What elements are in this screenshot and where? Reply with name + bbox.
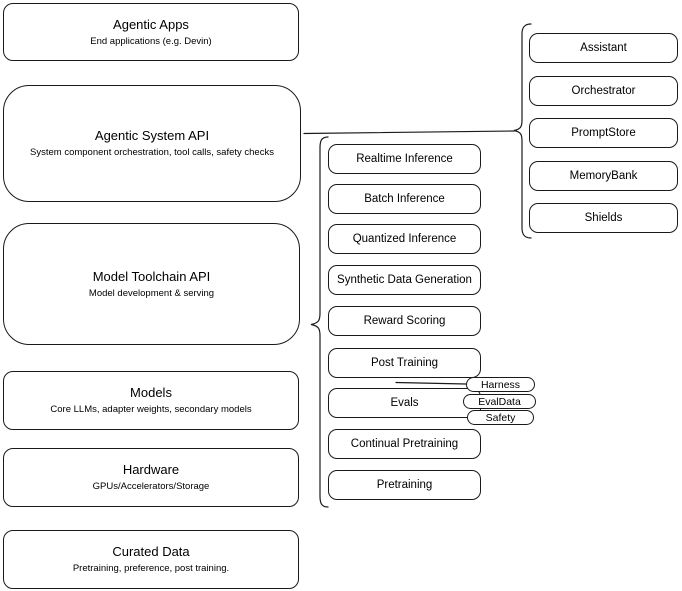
- models-title: Models: [130, 385, 172, 400]
- harness-pill: Harness: [466, 377, 535, 392]
- safety-pill: Safety: [467, 410, 534, 425]
- evaldata-pill: EvalData: [463, 394, 536, 409]
- curated-data-box: Curated Data Pretraining, preference, po…: [3, 530, 299, 589]
- reward-scoring-box: Reward Scoring: [328, 306, 481, 336]
- model-toolchain-api-title: Model Toolchain API: [92, 268, 211, 284]
- api-to-components-connector: [303, 130, 515, 135]
- post-training-box: Post Training: [328, 348, 481, 378]
- assistant-box: Assistant: [529, 33, 678, 63]
- pretraining-label: Pretraining: [376, 479, 433, 491]
- agentic-apps-title: Agentic Apps: [113, 16, 189, 32]
- evaldata-label: EvalData: [478, 395, 521, 408]
- synthetic-data-generation-label: Synthetic Data Generation: [337, 274, 472, 286]
- model-toolchain-api-box: Model Toolchain API Model development & …: [3, 223, 300, 345]
- synthetic-data-generation-box: Synthetic Data Generation: [328, 265, 481, 295]
- model-toolchain-api-subtitle: Model development & serving: [88, 287, 215, 299]
- toolchain-brace: [310, 136, 329, 508]
- hardware-title: Hardware: [122, 462, 180, 477]
- orchestrator-box: Orchestrator: [529, 76, 678, 106]
- realtime-inference-box: Realtime Inference: [328, 144, 481, 174]
- shields-box: Shields: [529, 203, 678, 233]
- promptstore-label: PromptStore: [571, 127, 636, 139]
- evals-harness-connector: [395, 381, 467, 385]
- batch-inference-label: Batch Inference: [364, 193, 445, 205]
- harness-label: Harness: [480, 378, 521, 391]
- realtime-inference-label: Realtime Inference: [356, 153, 453, 165]
- agentic-system-api-title: Agentic System API: [94, 128, 210, 143]
- curated-data-title: Curated Data: [112, 544, 190, 559]
- post-training-label: Post Training: [370, 357, 439, 369]
- promptstore-box: PromptStore: [529, 118, 678, 148]
- memorybank-box: MemoryBank: [529, 161, 678, 191]
- agentic-apps-subtitle: End applications (e.g. Devin): [90, 35, 212, 47]
- models-box: Models Core LLMs, adapter weights, secon…: [3, 371, 299, 430]
- agentic-apps-box: Agentic Apps End applications (e.g. Devi…: [3, 3, 299, 61]
- pretraining-box: Pretraining: [328, 470, 481, 500]
- agentic-system-api-box: Agentic System API System component orch…: [3, 85, 301, 202]
- models-subtitle: Core LLMs, adapter weights, secondary mo…: [50, 404, 252, 415]
- batch-inference-box: Batch Inference: [328, 184, 481, 214]
- evals-box: Evals: [328, 388, 481, 418]
- continual-pretraining-label: Continual Pretraining: [350, 438, 459, 450]
- assistant-label: Assistant: [580, 42, 627, 54]
- agentic-system-api-subtitle: System component orchestration, tool cal…: [30, 147, 274, 158]
- evals-label: Evals: [390, 397, 419, 409]
- shields-label: Shields: [584, 212, 623, 224]
- safety-label: Safety: [485, 411, 516, 424]
- hardware-box: Hardware GPUs/Accelerators/Storage: [3, 448, 299, 507]
- quantized-inference-box: Quantized Inference: [328, 224, 481, 254]
- reward-scoring-label: Reward Scoring: [363, 315, 446, 327]
- curated-data-subtitle: Pretraining, preference, post training.: [72, 563, 230, 574]
- orchestrator-label: Orchestrator: [571, 85, 636, 97]
- hardware-subtitle: GPUs/Accelerators/Storage: [92, 481, 210, 492]
- continual-pretraining-box: Continual Pretraining: [328, 429, 481, 459]
- quantized-inference-label: Quantized Inference: [352, 233, 457, 245]
- memorybank-label: MemoryBank: [569, 170, 638, 182]
